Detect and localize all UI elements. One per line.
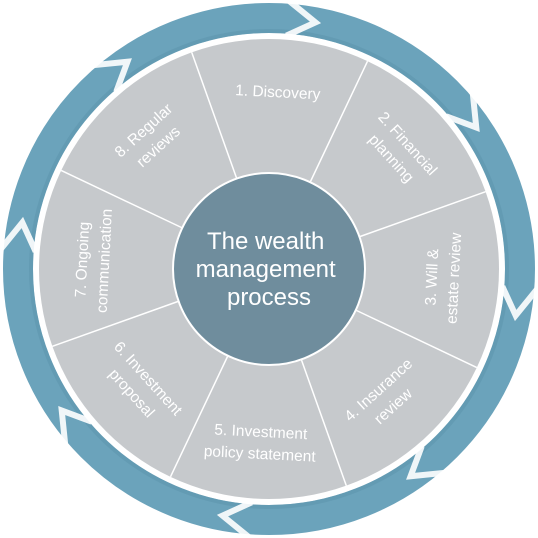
segment-divider: [52, 300, 179, 347]
stage-label-line: 5. Investment: [214, 422, 308, 444]
segment-divider: [60, 169, 183, 229]
center-circle: [172, 172, 366, 366]
segment-divider: [191, 52, 238, 179]
center-title: The wealth management process: [196, 228, 343, 311]
ring-chevron-arrow: [445, 93, 480, 132]
ring-chevron-arrow: [285, 0, 322, 39]
center-hub: The wealth management process: [172, 172, 366, 366]
ring-chevron-arrow: [0, 216, 39, 253]
stage-label-1: 1. Discovery: [235, 82, 321, 103]
stage-label-line: estate review: [444, 231, 466, 324]
stage-label-line: 7. Ongoing: [72, 221, 93, 298]
segment-divider: [355, 309, 478, 369]
segment-dividers: [52, 52, 486, 486]
ring-chevron-arrow: [499, 285, 538, 322]
center-title-line-2: management: [196, 256, 336, 283]
stage-label-line: communication: [94, 208, 116, 313]
segment-divider: [359, 191, 486, 238]
outer-ring-band: [3, 3, 535, 535]
ring-chevron-arrow: [58, 406, 93, 445]
stage-label-line: 3. Will &: [422, 248, 442, 306]
center-title-line-1: The wealth: [207, 228, 324, 255]
ring-chevron-arrow: [93, 58, 132, 93]
segment-divider: [300, 359, 347, 486]
ring-chevron-arrow: [406, 445, 445, 480]
outer-ring-inner-edge: [29, 29, 509, 509]
center-title-line-3: process: [227, 284, 311, 311]
segment-divider: [169, 355, 229, 478]
ring-chevron-arrow: [216, 499, 253, 538]
stage-label-line: policy statement: [203, 443, 316, 466]
stage-label-3: 3. Will &estate review: [422, 231, 465, 324]
segment-divider: [309, 60, 369, 183]
stage-label-line: 1. Discovery: [235, 82, 321, 103]
